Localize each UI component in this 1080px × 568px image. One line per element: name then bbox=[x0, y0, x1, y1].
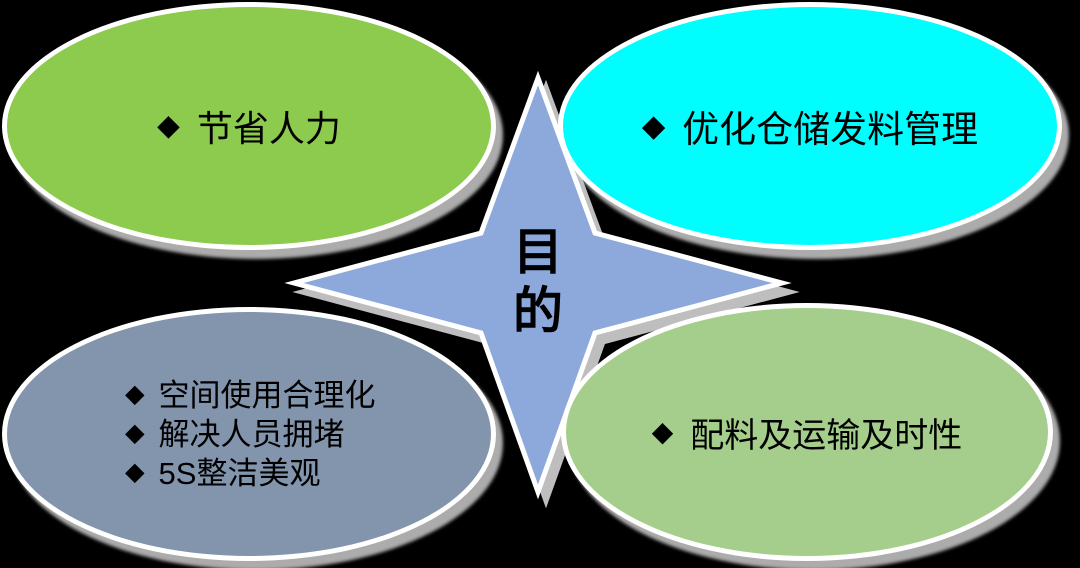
ellipse-bottom-left-label-2: 解决人员拥堵 bbox=[158, 416, 345, 452]
ellipse-bottom-left-label-3: 5S整洁美观 bbox=[158, 455, 321, 491]
diamond-bullet-icon: ◆ bbox=[125, 380, 145, 409]
center-char-2: 的 bbox=[513, 283, 563, 339]
diamond-bullet-icon: ◆ bbox=[651, 416, 674, 448]
diamond-bullet-icon: ◆ bbox=[125, 419, 145, 448]
list-item: ◆ 空间使用合理化 bbox=[125, 376, 376, 415]
list-item: ◆ 节省人力 bbox=[157, 100, 341, 152]
diamond-bullet-icon: ◆ bbox=[157, 109, 180, 143]
center-char-1: 目 bbox=[513, 224, 563, 280]
ellipse-top-right: ◆ 优化仓储发料管理 bbox=[558, 2, 1062, 250]
ellipse-top-right-label: 优化仓储发料管理 bbox=[682, 110, 979, 151]
ellipse-bottom-right-label: 配料及运输及时性 bbox=[690, 416, 963, 455]
diamond-bullet-icon: ◆ bbox=[125, 458, 145, 487]
center-purpose-label: 目 的 bbox=[513, 223, 563, 341]
ellipse-bottom-left: ◆ 空间使用合理化 ◆ 解决人员拥堵 ◆ 5S整洁美观 bbox=[2, 307, 496, 561]
diamond-bullet-icon: ◆ bbox=[641, 108, 666, 143]
ellipse-bottom-right: ◆ 配料及运输及时性 bbox=[561, 303, 1053, 561]
ellipse-top-left-label: 节省人力 bbox=[196, 108, 341, 149]
list-item: ◆ 配料及运输及时性 bbox=[652, 408, 962, 457]
ellipse-bottom-left-label-1: 空间使用合理化 bbox=[158, 377, 376, 413]
list-item: ◆ 解决人员拥堵 bbox=[125, 415, 345, 454]
ellipse-top-left: ◆ 节省人力 bbox=[2, 2, 496, 250]
list-item: ◆ 优化仓储发料管理 bbox=[642, 99, 978, 153]
star-shape-icon bbox=[284, 70, 792, 500]
list-item: ◆ 5S整洁美观 bbox=[125, 454, 320, 493]
